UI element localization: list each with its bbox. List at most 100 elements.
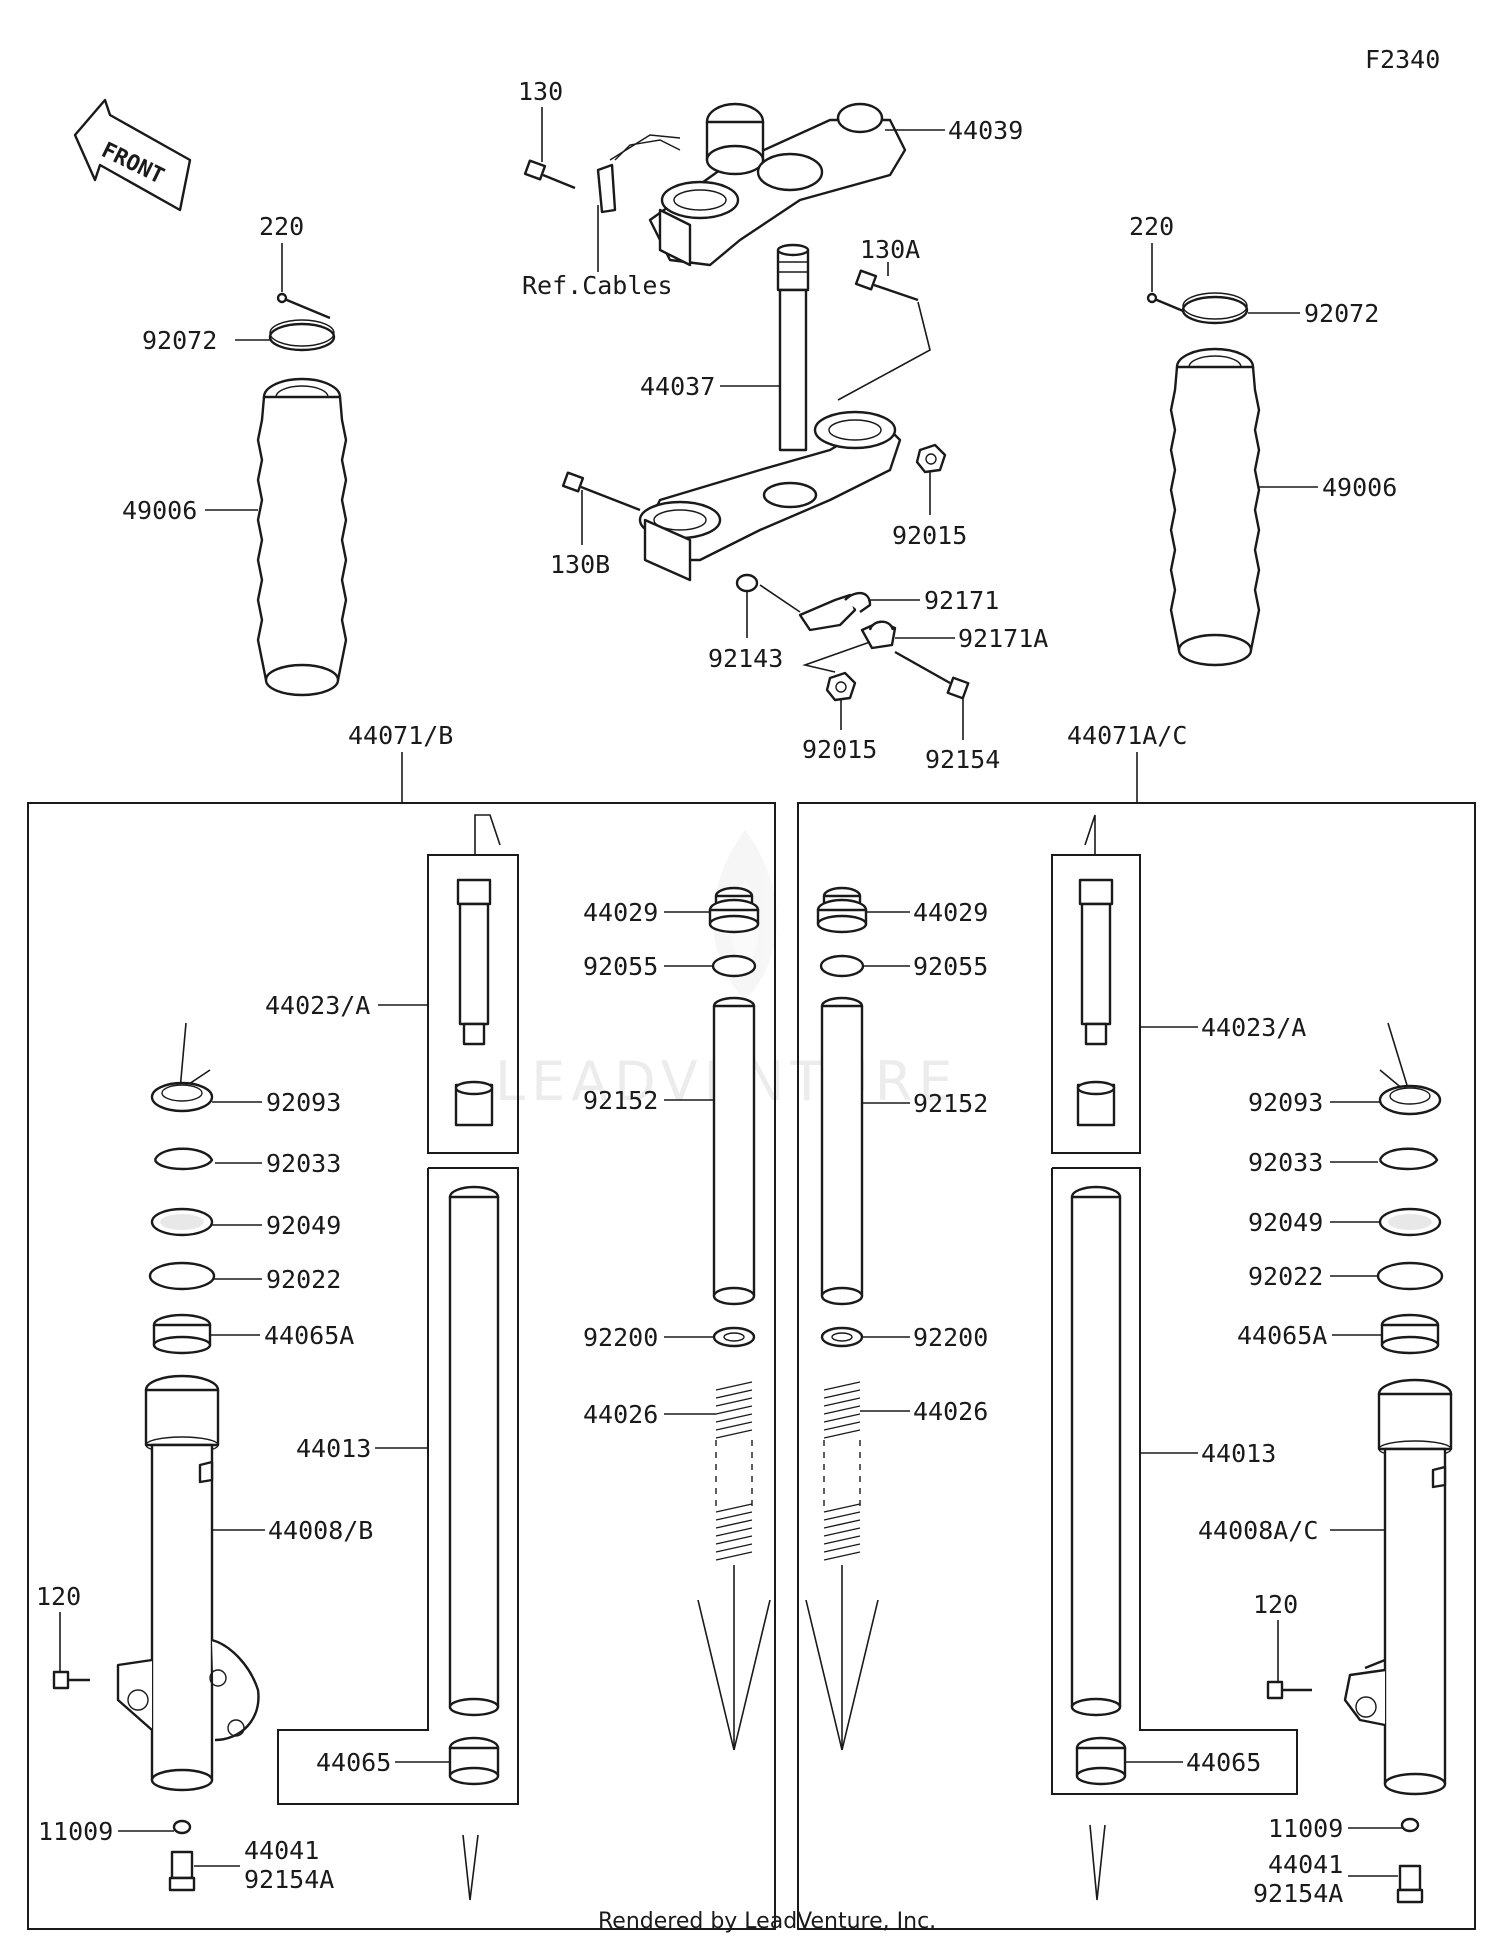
right-cylinder-guide — [1084, 814, 1096, 855]
right-spacer-part — [820, 996, 864, 1306]
right-bush-guide — [1089, 1824, 1106, 1901]
right-assembly-frame — [797, 802, 1476, 1930]
lower-bracket-part — [638, 410, 902, 582]
left-washer-plain-part — [148, 1261, 216, 1291]
label-92015-lower: 92015 — [802, 735, 877, 764]
washer-92143-part — [735, 573, 759, 593]
label-left-oring: 92055 — [583, 952, 658, 981]
label-right-washer-plain: 92022 — [1248, 1262, 1323, 1291]
label-left-49006: 49006 — [122, 496, 197, 525]
right-washer-plain-part — [1376, 1261, 1444, 1291]
right-band-92072-part — [1181, 292, 1249, 325]
label-right-outer-tube: 44008A/C — [1198, 1516, 1318, 1545]
leader-130a-path — [837, 301, 931, 401]
label-left-oil-seal: 92049 — [266, 1211, 341, 1240]
label-left-bolt-120: 120 — [36, 1582, 81, 1611]
label-left-outer-tube: 44008/B — [268, 1516, 373, 1545]
left-inner-tube-part — [448, 1185, 500, 1717]
label-right-washer: 92200 — [913, 1323, 988, 1352]
right-cap-part — [816, 886, 868, 934]
right-outer-tube-part — [1343, 1378, 1453, 1796]
label-92154: 92154 — [925, 745, 1000, 774]
left-stop-ring-part — [153, 1147, 214, 1171]
left-bush-guide — [462, 1834, 479, 1901]
left-bush-a-part — [152, 1313, 212, 1355]
right-spring-part — [823, 1381, 861, 1561]
label-ref-cables: Ref.Cables — [522, 271, 673, 300]
left-boot-49006-part — [256, 377, 348, 697]
clamp-92171a-part — [860, 620, 897, 650]
label-right-bolt-120: 120 — [1253, 1590, 1298, 1619]
left-cylinder-part — [454, 878, 494, 1127]
label-left-inner-tube: 44013 — [296, 1434, 371, 1463]
label-right-oil-seal: 92049 — [1248, 1208, 1323, 1237]
bolt-130b-part — [561, 471, 641, 512]
nut-92015-lower-part — [825, 671, 857, 702]
left-bolt-120-part — [52, 1670, 90, 1690]
front-arrow-icon: FRONT — [73, 98, 192, 212]
left-screw-220-part — [276, 292, 331, 320]
label-right-bush-a: 44065A — [1237, 1321, 1327, 1350]
right-tube-box — [1051, 1167, 1298, 1795]
label-right-spring: 44026 — [913, 1397, 988, 1426]
label-left-spring: 44026 — [583, 1400, 658, 1429]
right-washer-part — [820, 1326, 864, 1348]
bolt-130a-part — [854, 269, 919, 302]
left-seal-guide — [179, 1022, 211, 1092]
right-bush-a-part — [1380, 1313, 1440, 1355]
label-right-bush: 44065 — [1186, 1748, 1261, 1777]
bolt-130-part — [523, 159, 576, 190]
bolt-92154-part — [894, 650, 970, 700]
right-cylinder-part — [1076, 878, 1116, 1127]
label-left-cap: 44029 — [583, 898, 658, 927]
right-seal-guide — [1379, 1022, 1412, 1098]
right-boot-49006-part — [1169, 347, 1261, 667]
label-left-washer-plain: 92022 — [266, 1265, 341, 1294]
label-130a: 130A — [860, 235, 920, 264]
label-92171a: 92171A — [958, 624, 1048, 653]
label-right-49006: 49006 — [1322, 473, 1397, 502]
right-bottom-bolt-part — [1396, 1864, 1424, 1904]
left-spring-part — [715, 1381, 753, 1561]
label-right-cap: 44029 — [913, 898, 988, 927]
label-92015-upper: 92015 — [892, 521, 967, 550]
right-oil-seal-part — [1378, 1207, 1442, 1237]
label-right-dust-seal: 92093 — [1248, 1088, 1323, 1117]
left-spacer-part — [712, 996, 756, 1306]
right-inner-tube-part — [1070, 1185, 1122, 1717]
label-right-gasket: 11009 — [1268, 1814, 1343, 1843]
right-bush-part — [1075, 1736, 1127, 1786]
right-assembly-title: 44071A/C — [1067, 721, 1187, 750]
left-cap-part — [708, 886, 760, 934]
right-oring-part — [819, 954, 865, 978]
footer-credit: Rendered by LeadVenture, Inc. — [598, 1909, 936, 1934]
label-left-dust-seal: 92093 — [266, 1088, 341, 1117]
left-outer-tube-part — [116, 1374, 260, 1792]
label-left-cylinder: 44023/A — [265, 991, 370, 1020]
left-bottom-bolt-part — [168, 1850, 196, 1892]
left-oring-part — [711, 954, 757, 978]
label-right-220: 220 — [1129, 212, 1174, 241]
label-130b: 130B — [550, 550, 610, 579]
nut-92015-upper-part — [915, 443, 947, 474]
right-bolt-120-part — [1266, 1680, 1312, 1700]
right-stop-ring-part — [1378, 1147, 1439, 1171]
steering-stem-part — [776, 243, 810, 452]
label-left-stop-ring: 92033 — [266, 1149, 341, 1178]
label-right-bolt-a: 44041 — [1268, 1850, 1343, 1879]
label-left-92072: 92072 — [142, 326, 217, 355]
label-130: 130 — [518, 77, 563, 106]
label-right-inner-tube: 44013 — [1201, 1439, 1276, 1468]
left-dust-seal-part — [150, 1081, 214, 1113]
label-left-bush: 44065 — [316, 1748, 391, 1777]
left-bush-part — [448, 1736, 500, 1786]
label-right-stop-ring: 92033 — [1248, 1148, 1323, 1177]
leader-clamp-to-nut — [802, 641, 871, 673]
label-right-spacer: 92152 — [913, 1089, 988, 1118]
label-left-bolt-b: 92154A — [244, 1865, 334, 1894]
label-right-cylinder: 44023/A — [1201, 1013, 1306, 1042]
label-left-bush-a: 44065A — [264, 1321, 354, 1350]
right-gasket-part — [1400, 1817, 1420, 1833]
label-left-gasket: 11009 — [38, 1817, 113, 1846]
